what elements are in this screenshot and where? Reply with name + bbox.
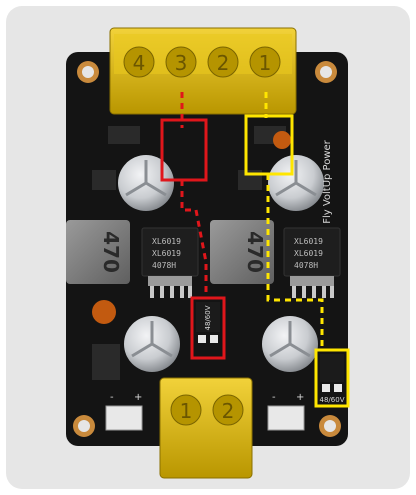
inductor-right [210,220,274,284]
top-terminal-number-2: 2 [217,51,230,75]
diode-bottom-left [92,344,120,380]
smd-block-left [92,170,116,190]
silk-mark-plus-left: + [134,392,142,403]
red-highlight-box-top [160,118,208,182]
chip-left [141,227,199,298]
jumper-header-right [320,354,344,392]
chip-right [283,227,341,298]
orange-capacitor-bottom [92,300,116,324]
brand-text: Fly VoltUp Power [322,139,333,223]
capacitor-bottom-left [124,316,180,372]
jumper-label-left: 48/60V [204,305,212,330]
capacitor-bottom-right [262,316,318,372]
chip-left-line-3: 4078H [152,261,176,270]
red-highlight-box-jumper [190,296,226,360]
silk-mark-minus-right: - [272,392,276,403]
inductor-right-label: 470 [243,231,267,273]
yellow-highlight-box-jumper [314,348,350,408]
yellow-highlight-path [244,92,350,408]
red-highlight-path [160,92,226,360]
yellow-highlight-box-top [244,114,294,176]
diode-left [108,126,140,144]
connector-bottom-right [267,405,305,431]
chip-right-line-1: XL6019 [294,237,323,246]
capacitor-top-right [268,155,324,211]
top-terminal-number-3: 3 [175,51,188,75]
chip-left-line-1: XL6019 [152,237,181,246]
top-terminal-number-4: 4 [133,51,146,75]
silk-mark-minus-left: - [110,392,114,403]
top-terminal-block [109,27,297,115]
bottom-terminal-block [159,377,253,479]
inductor-left [66,220,130,284]
jumper-header-left [196,302,220,343]
jumper-label-right: 48/60V [320,396,345,404]
bottom-terminal-number-1: 1 [180,399,193,423]
connector-bottom-left [105,405,143,431]
silk-mark-plus-right: + [296,392,304,403]
orange-capacitor-top [273,131,291,149]
chip-right-line-2: XL6019 [294,249,323,258]
mounting-holes [73,61,341,437]
chip-right-line-3: 4078H [294,261,318,270]
bottom-terminal-number-2: 2 [222,399,235,423]
capacitor-top-left [118,155,174,211]
top-terminal-number-1: 1 [259,51,272,75]
chip-left-line-2: XL6019 [152,249,181,258]
inductor-left-label: 470 [99,231,123,273]
